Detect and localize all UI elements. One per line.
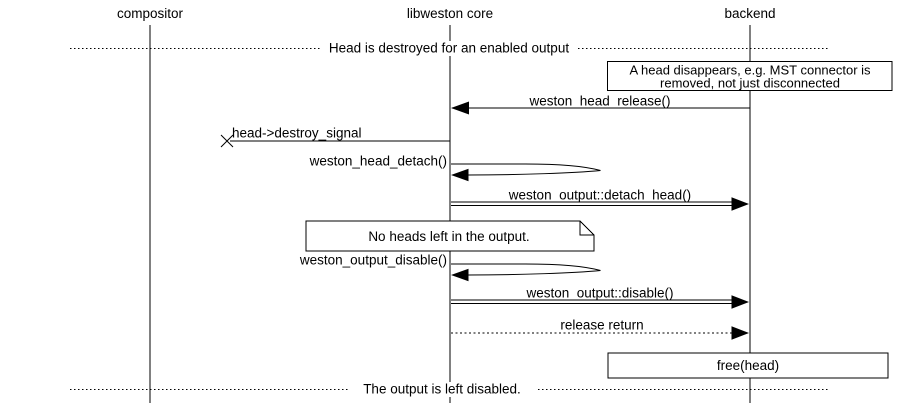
divider-bottom-label-mask <box>348 382 536 397</box>
participant-label-libweston-core: libweston core <box>407 6 493 21</box>
participant-label-compositor: compositor <box>117 6 184 21</box>
action-free-head-box <box>607 352 889 379</box>
arrowhead-left-head-release <box>451 101 469 115</box>
note-no-heads-box <box>305 220 595 252</box>
message-output-disable-call-label: weston_output_disable() <box>299 253 447 268</box>
note-mst-line1: A head disappears, e.g. MST connector is <box>629 63 871 78</box>
participant-label-backend: backend <box>724 6 775 21</box>
self-arrow-output-disable-out <box>451 263 601 271</box>
note-mst-box <box>607 61 893 91</box>
arrowhead-right-release-return <box>731 326 749 340</box>
divider-top-label: Head is destroyed for an enabled output <box>329 41 569 56</box>
arrowhead-right-output-disable <box>731 295 749 309</box>
self-arrow-head-detach-out <box>451 163 601 171</box>
arrowhead-left-output-disable <box>451 268 469 282</box>
arrowhead-left-head-detach <box>451 168 469 182</box>
message-output-disable-label: weston_output::disable() <box>525 286 673 301</box>
note-no-heads-fold-icon <box>579 221 594 236</box>
message-head-detach-label: weston_head_detach() <box>309 154 447 169</box>
self-arrow-output-disable-return <box>467 270 601 276</box>
message-head-release-label: weston_head_release() <box>528 94 670 109</box>
note-no-heads-label: No heads left in the output. <box>368 229 529 244</box>
divider-bottom-label: The output is left disabled. <box>363 382 521 397</box>
note-mst-line2: removed, not just disconnected <box>660 76 840 91</box>
message-release-return-label: release return <box>560 318 643 333</box>
divider-top-label-mask <box>320 41 578 56</box>
message-destroy-signal-label: head->destroy_signal <box>232 126 361 141</box>
message-detach-head-label: weston_output::detach_head() <box>508 188 691 203</box>
action-free-head-label: free(head) <box>717 358 779 373</box>
lost-message-x-icon <box>220 134 234 148</box>
arrowhead-right-detach-head <box>731 197 749 211</box>
self-arrow-head-detach-return <box>467 170 601 176</box>
